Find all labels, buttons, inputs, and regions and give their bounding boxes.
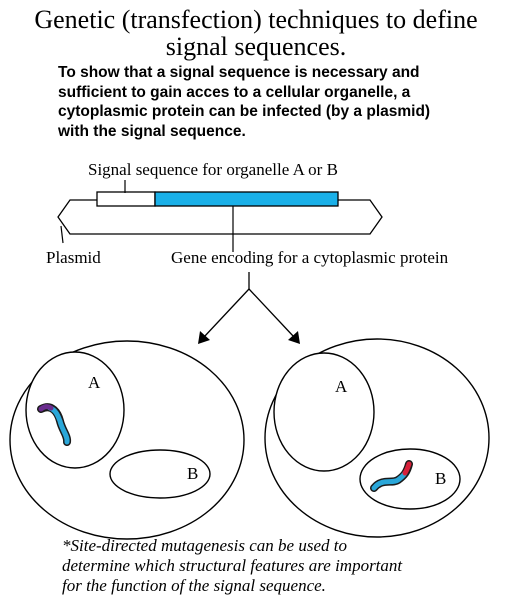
- signal-sequence-label: Signal sequence for organelle A or B: [88, 160, 338, 179]
- intro-line-2: sufficient to gain acces to a cellular o…: [58, 83, 411, 101]
- left-organelle-b: [109, 449, 211, 499]
- title-line-2: signal sequences.: [165, 32, 347, 61]
- gene-segment: [154, 191, 339, 207]
- left-protein-body: [47, 405, 70, 445]
- branch-arrows: [198, 272, 300, 344]
- plasmid-pointer: [60, 225, 64, 244]
- branch-right-line: [248, 288, 295, 338]
- right-organelle-b: [359, 448, 461, 510]
- footnote-line-3: for the function of the signal sequence.: [62, 576, 326, 595]
- left-organelle-b-label: B: [187, 464, 198, 483]
- title-line-1: Genetic (transfection) techniques to def…: [34, 5, 478, 34]
- left-organelle-a: [25, 351, 125, 469]
- diagram-title: Genetic (transfection) techniques to def…: [0, 6, 512, 60]
- left-protein-signal: [38, 404, 54, 412]
- plasmid-construct: [57, 191, 383, 235]
- intro-line-1: To show that a signal sequence is necess…: [58, 64, 420, 81]
- right-cell: A B: [264, 338, 490, 538]
- arrow-right-head: [288, 331, 300, 344]
- intro-line-4: with the signal sequence.: [58, 122, 246, 140]
- footnote-line-2: determine which structural features are …: [62, 556, 403, 575]
- left-cell: A B: [9, 340, 245, 540]
- right-organelle-b-label: B: [435, 469, 446, 488]
- right-organelle-a-label: A: [335, 377, 348, 396]
- right-protein-signal: [402, 461, 412, 476]
- intro-paragraph: To show that a signal sequence is necess…: [58, 63, 478, 141]
- intro-line-3: cytoplasmic protein can be infected (by …: [58, 103, 431, 120]
- left-organelle-a-label: A: [88, 373, 101, 392]
- signal-sequence-segment: [96, 191, 156, 207]
- plasmid-outline: [57, 199, 383, 235]
- gene-label: Gene encoding for a cytoplasmic protein: [171, 248, 449, 267]
- footnote: *Site-directed mutagenesis can be used t…: [62, 536, 482, 596]
- branch-left-line: [203, 288, 250, 338]
- arrow-left-head: [198, 331, 210, 344]
- right-organelle-a: [273, 352, 375, 472]
- plasmid-label: Plasmid: [46, 248, 101, 267]
- footnote-line-1: *Site-directed mutagenesis can be used t…: [62, 536, 347, 555]
